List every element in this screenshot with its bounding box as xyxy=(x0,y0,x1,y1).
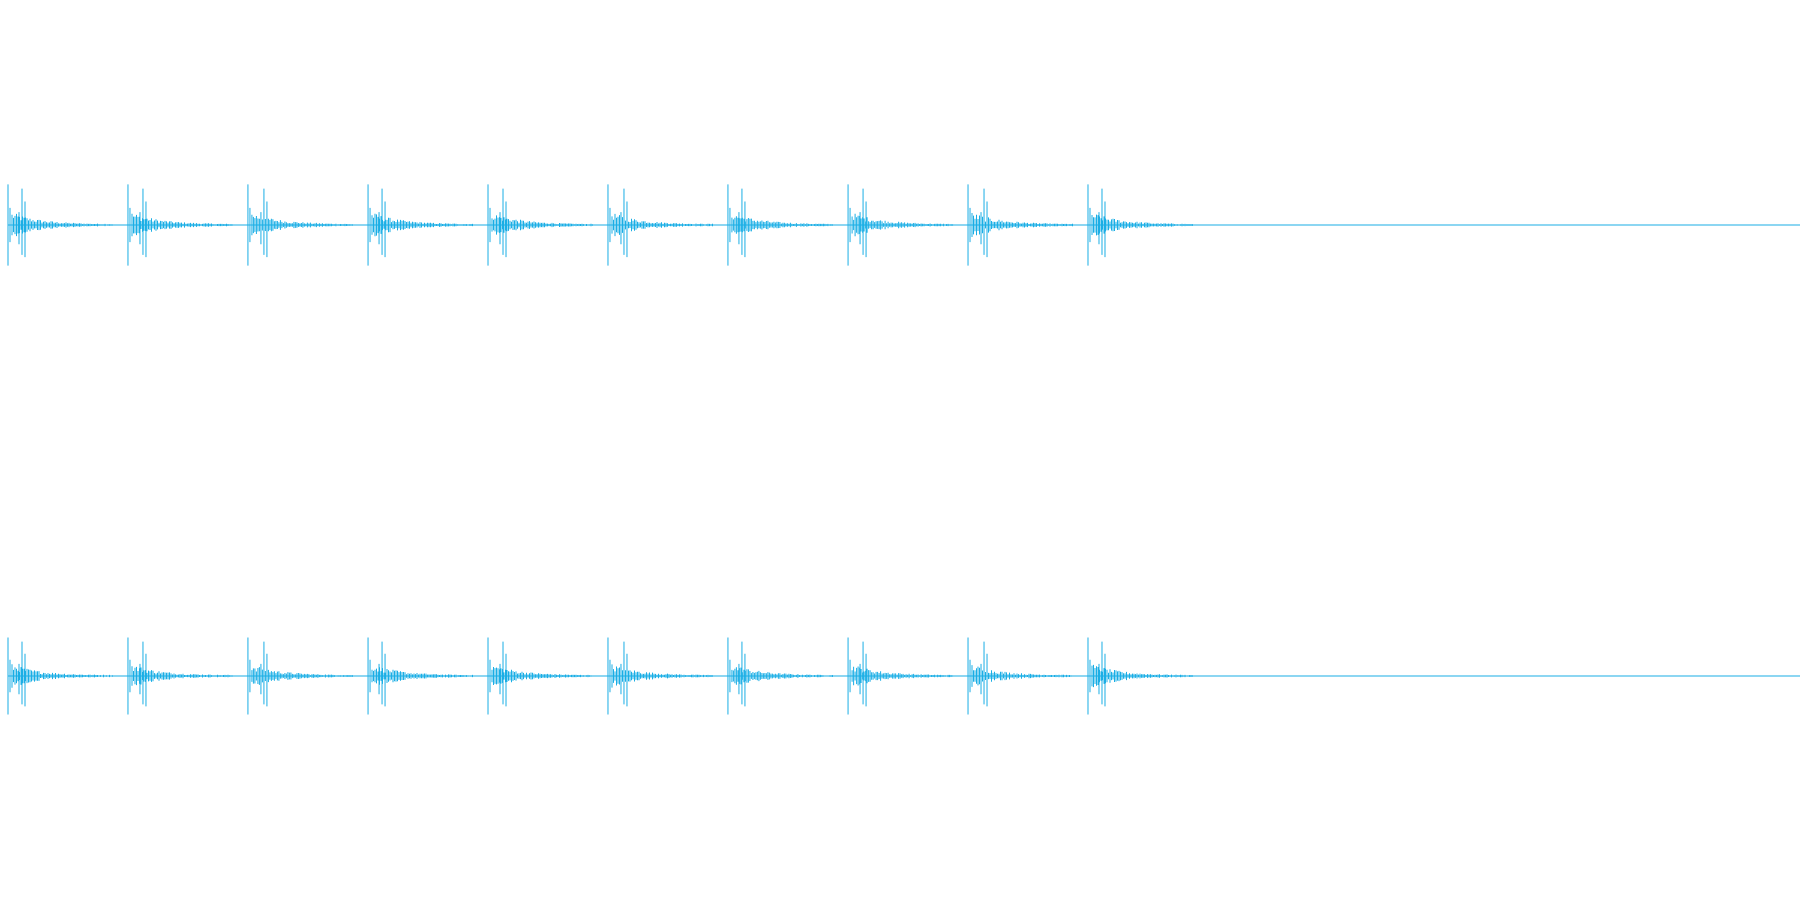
transient-spike xyxy=(607,184,713,266)
transient-spike xyxy=(487,637,593,715)
transient-event xyxy=(7,637,113,715)
transient-spike xyxy=(967,637,1073,715)
transient-spike xyxy=(367,184,473,266)
channel-1-waveform xyxy=(7,184,1800,266)
transient-event xyxy=(367,184,473,266)
transient-spike xyxy=(727,637,833,715)
transient-event xyxy=(607,184,713,266)
channel-2-waveform xyxy=(7,637,1800,715)
transient-spike xyxy=(607,637,713,715)
transient-event xyxy=(847,637,954,715)
transient-spike xyxy=(727,184,833,266)
transient-spike xyxy=(7,637,113,715)
transient-event xyxy=(967,637,1073,715)
transient-spike xyxy=(127,184,233,266)
transient-event xyxy=(247,637,353,715)
transient-spike xyxy=(847,637,954,715)
transient-event xyxy=(727,637,833,715)
transient-event xyxy=(367,637,473,715)
transient-spike xyxy=(247,184,353,266)
transient-spike xyxy=(847,184,954,266)
transient-event xyxy=(967,184,1073,266)
transient-event xyxy=(247,184,353,266)
transient-event xyxy=(1087,184,1193,266)
transient-event xyxy=(7,184,113,266)
transient-event xyxy=(487,637,593,715)
transient-spike xyxy=(247,637,353,715)
transient-event xyxy=(1087,637,1193,715)
transient-event xyxy=(127,637,233,715)
transient-event xyxy=(487,184,593,266)
transient-spike xyxy=(967,184,1073,266)
transient-event xyxy=(847,184,954,266)
transient-event xyxy=(127,184,233,266)
transient-spike xyxy=(1087,184,1193,266)
transient-spike xyxy=(1087,637,1193,715)
transient-spike xyxy=(367,637,473,715)
transient-event xyxy=(727,184,833,266)
transient-spike xyxy=(7,184,113,266)
transient-spike xyxy=(487,184,593,266)
transient-event xyxy=(607,637,713,715)
transient-spike xyxy=(127,637,233,715)
